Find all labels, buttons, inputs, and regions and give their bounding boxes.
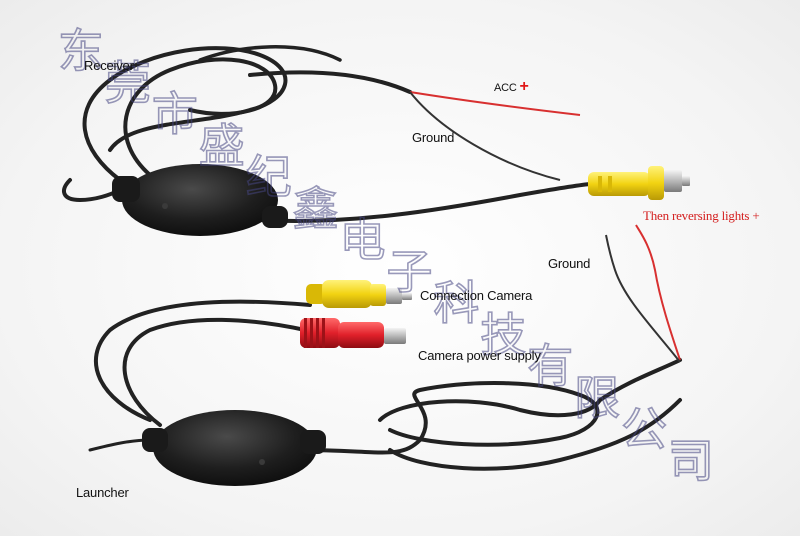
receiver-cables <box>62 45 592 223</box>
label-acc-plus: + <box>519 78 529 95</box>
launcher-power-loop-a <box>298 381 600 455</box>
camera-cables-b <box>122 317 307 427</box>
ground-wire-top <box>409 91 561 181</box>
camera-cables <box>93 299 312 422</box>
receiver-power-cable <box>248 70 412 94</box>
dc-plug-power <box>300 318 406 348</box>
rca-plug-camera <box>306 280 412 308</box>
launcher-power-out <box>598 358 682 402</box>
label-receiver: Receiver <box>84 58 134 73</box>
receiver-tail <box>62 178 122 203</box>
ground-wire-right <box>605 234 681 363</box>
label-acc-text: ACC <box>494 82 517 94</box>
label-ground-right: Ground <box>548 256 591 271</box>
receiver-loop-b <box>123 57 278 177</box>
label-acc: ACC + <box>494 78 529 96</box>
launcher-stub <box>88 438 152 452</box>
launcher-module <box>142 410 326 486</box>
label-connection-camera: Connection Camera <box>420 288 533 303</box>
label-launcher: Launcher <box>76 485 129 500</box>
label-camera-power-supply: Camera power supply <box>418 348 541 363</box>
receiver-video-cable <box>258 182 592 223</box>
rca-plug-top <box>588 166 690 200</box>
acc-wire <box>409 91 581 116</box>
reversing-wire <box>635 224 681 361</box>
label-reversing-lights: Then reversing lights + <box>643 208 760 223</box>
receiver-loop-a <box>82 46 288 182</box>
launcher-cables <box>88 299 682 471</box>
launcher-power-loop-b <box>388 398 682 471</box>
receiver-loop-c <box>198 45 342 62</box>
receiver-module <box>112 164 288 236</box>
label-ground-top: Ground <box>412 130 455 145</box>
launcher-power-loop-c <box>378 398 602 422</box>
